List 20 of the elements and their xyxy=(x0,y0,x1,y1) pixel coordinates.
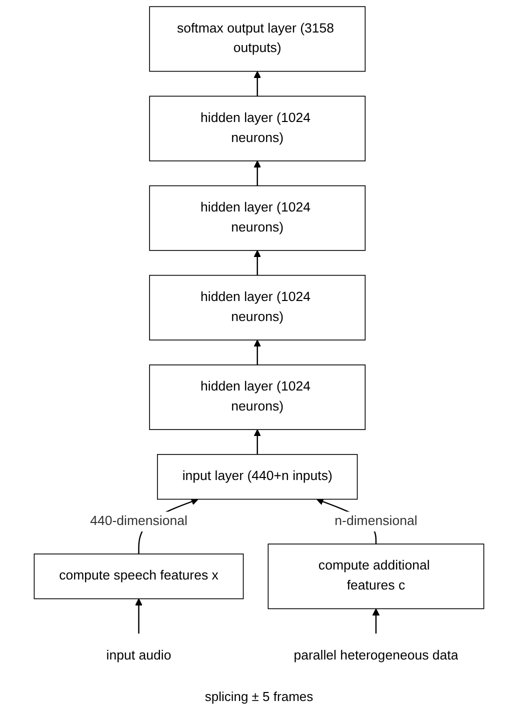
arrow xyxy=(254,71,262,96)
arrow xyxy=(372,608,380,634)
arrow xyxy=(254,160,262,186)
arrow xyxy=(254,250,262,276)
node-box: hidden layer (1024 neurons) xyxy=(149,96,366,162)
node-box: compute additional features c xyxy=(268,544,484,610)
note-text: splicing ± 5 frames xyxy=(204,689,314,704)
arrow xyxy=(254,429,262,454)
node-box: softmax output layer (3158 outputs) xyxy=(149,6,366,72)
edge-label: n-dimensional xyxy=(334,514,418,528)
node-box: hidden layer (1024 neurons) xyxy=(149,185,366,251)
node-text: parallel heterogeneous data xyxy=(294,648,458,663)
arrow xyxy=(135,598,142,634)
node-box: input layer (440+n inputs) xyxy=(157,454,358,500)
edge-label: 440-dimensional xyxy=(90,514,188,528)
node-box: hidden layer (1024 neurons) xyxy=(149,274,366,340)
arrow xyxy=(254,340,262,365)
node-box: compute speech features x xyxy=(34,554,244,600)
node-text: input audio xyxy=(106,648,172,663)
node-box: hidden layer (1024 neurons) xyxy=(149,364,366,430)
